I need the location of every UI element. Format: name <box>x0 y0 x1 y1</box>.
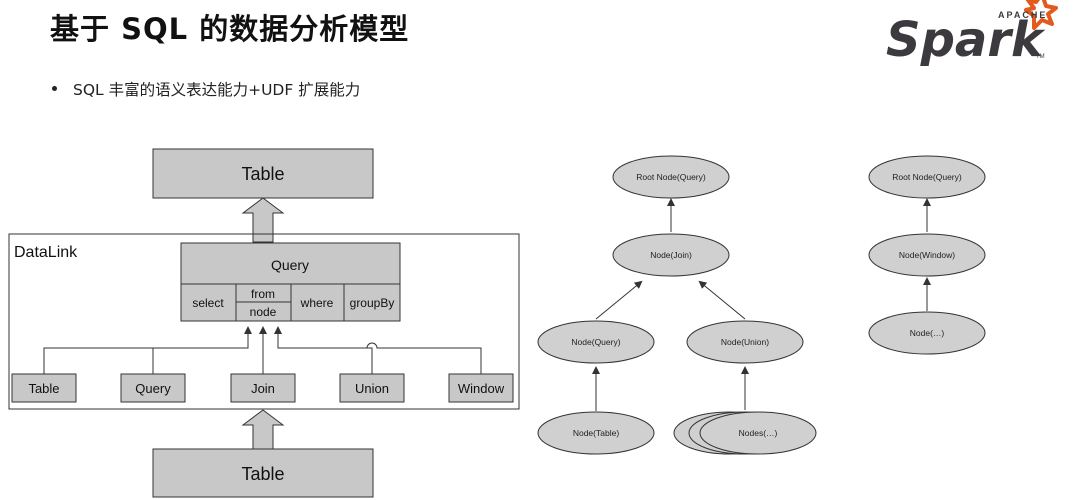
tree-1: Root Node(Query) Node(Join) Node(Query) … <box>537 155 817 455</box>
tree1-root-node <box>612 155 730 199</box>
node-connectors <box>43 326 482 374</box>
tree1-root-label: Root Node(Query) <box>636 172 706 182</box>
query-title: Query <box>271 257 309 273</box>
node-type-union: Union <box>355 381 389 396</box>
bottom-table-box <box>152 448 374 498</box>
bullet-item: SQL 丰富的语义表达能力+UDF 扩展能力 <box>52 78 360 100</box>
datalink-container <box>8 233 520 410</box>
node-type-window: Window <box>458 381 505 396</box>
query-field-where: where <box>300 296 334 310</box>
logo-tm-text: TM <box>1036 54 1045 60</box>
spark-star-icon <box>1024 0 1058 30</box>
apache-spark-logo: APACHE Spark TM <box>886 0 1058 68</box>
tree1-table-node <box>537 411 655 455</box>
node-type-row: Table Query Join Union Window <box>11 373 514 403</box>
tree1-table-label: Node(Table) <box>573 428 619 438</box>
node-type-query: Query <box>135 381 171 396</box>
node-type-join: Join <box>251 381 275 396</box>
tree2-root-node <box>868 155 986 199</box>
tree1-join-label: Node(Join) <box>650 250 692 260</box>
top-table-label: Table <box>241 164 284 184</box>
tree2-root-label: Root Node(Query) <box>892 172 962 182</box>
tree2-child-label: Node(…) <box>910 328 945 338</box>
bottom-table-label: Table <box>241 464 284 484</box>
block-arrow-up-bottom <box>241 409 285 450</box>
tree1-union-label: Node(Union) <box>721 337 769 347</box>
logo-spark-text: Spark <box>886 12 1046 68</box>
query-field-select: select <box>192 296 224 310</box>
bullet-text: SQL 丰富的语义表达能力+UDF 扩展能力 <box>73 81 361 99</box>
logo-apache-text: APACHE <box>998 10 1047 20</box>
query-field-node: node <box>250 305 277 319</box>
tree1-join-node <box>612 233 730 277</box>
tree2-window-label: Node(Window) <box>899 250 955 260</box>
tree1-query-label: Node(Query) <box>571 337 620 347</box>
node-type-table-box <box>11 373 77 403</box>
tree1-nodes-node <box>699 411 817 455</box>
tree1-query-node <box>537 320 655 364</box>
datalink-label: DataLink <box>14 244 78 261</box>
node-type-table: Table <box>28 381 59 396</box>
tree1-nodes-label: Nodes(…) <box>739 428 778 438</box>
node-type-window-box <box>448 373 514 403</box>
tree2-window-node <box>868 233 986 277</box>
block-arrow-up-top <box>241 197 285 243</box>
slide-title: 基于 SQL 的数据分析模型 <box>50 12 410 46</box>
tree-2: Root Node(Query) Node(Window) Node(…) <box>868 155 986 355</box>
query-field-groupby: groupBy <box>350 296 395 310</box>
tree1-union-node <box>686 320 804 364</box>
bullet-dot <box>52 86 57 91</box>
tree2-child-node <box>868 311 986 355</box>
node-type-join-box <box>230 373 296 403</box>
node-type-union-box <box>339 373 405 403</box>
query-field-from: from <box>251 287 275 301</box>
node-type-query-box <box>120 373 186 403</box>
